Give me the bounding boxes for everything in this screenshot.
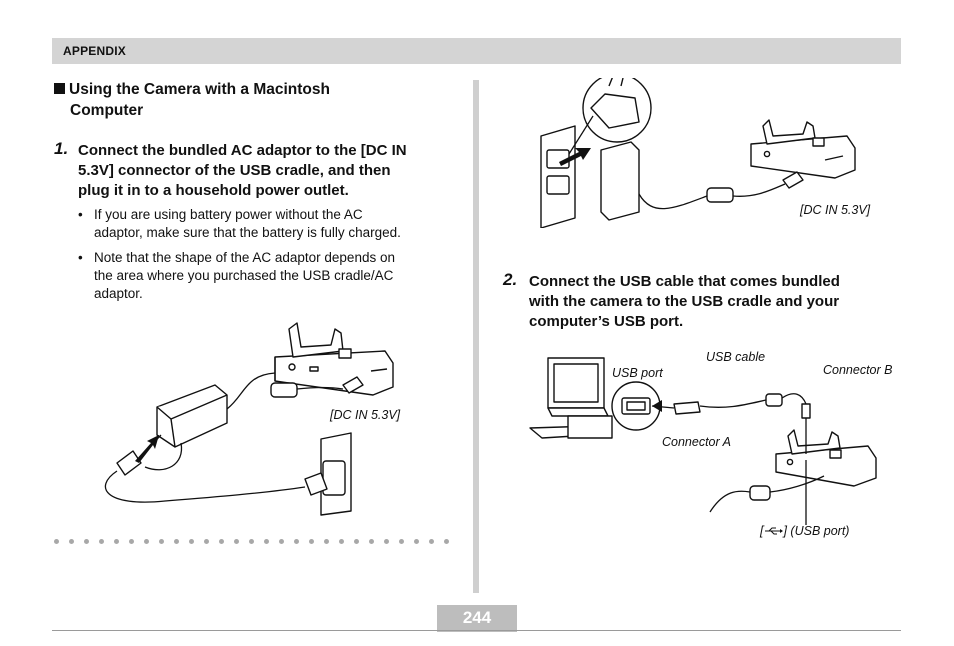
usb-symbol-icon: [765, 527, 784, 535]
note-2-line-1: Note that the shape of the AC adaptor de…: [94, 250, 395, 265]
page-number-box: 244: [437, 605, 517, 632]
usb-connection-illustration: [529, 357, 877, 525]
step-1-notes: • If you are using battery power without…: [78, 206, 458, 310]
note-item: • Note that the shape of the AC adaptor …: [78, 249, 458, 303]
heading-line-2: Computer: [70, 102, 144, 119]
step-1-text: Connect the bundled AC adaptor to the [D…: [78, 141, 458, 201]
page-number: 244: [462, 608, 492, 627]
step-2-line-3: computer’s USB port.: [529, 313, 684, 330]
usb-port-symbol-caption: [ ] (USB port): [760, 524, 849, 538]
note-item: • If you are using battery power without…: [78, 206, 458, 242]
step-1-number: 1.: [54, 139, 69, 158]
bullet-dot-icon: •: [78, 250, 83, 265]
note-1-line-2: adaptor, make sure that the battery is f…: [94, 225, 401, 240]
step-2-line-2: with the camera to the USB cradle and yo…: [529, 293, 840, 310]
usb-port-caption: USB port: [612, 366, 663, 380]
column-divider: [473, 80, 479, 593]
step-1-line-1: Connect the bundled AC adaptor to the [D…: [78, 142, 407, 159]
usb-cable-caption: USB cable: [706, 350, 766, 364]
usb-port-label: ] (USB port): [783, 524, 850, 538]
connector-a-caption: Connector A: [662, 435, 732, 449]
power-outlet-illustration: [540, 78, 856, 228]
step-1-line-2: 5.3V] connector of the USB cradle, and t…: [78, 162, 391, 179]
step-2-text: Connect the USB cable that comes bundled…: [529, 272, 899, 332]
ac-adaptor-illustration: [104, 322, 394, 516]
footer-rule: [52, 630, 901, 631]
step-2-number: 2.: [503, 270, 518, 289]
bullet-dot-icon: •: [78, 207, 83, 222]
dc-in-caption-left: [DC IN 5.3V]: [330, 408, 401, 422]
section-label: APPENDIX: [63, 44, 126, 58]
note-1-line-1: If you are using battery power without t…: [94, 207, 363, 222]
dc-in-caption-right: [DC IN 5.3V]: [800, 203, 871, 217]
square-bullet-icon: [54, 83, 65, 94]
dotted-separator: [54, 539, 454, 547]
header-bar: APPENDIX: [52, 38, 901, 64]
note-2-line-3: adaptor.: [94, 286, 143, 301]
heading-line-1: Using the Camera with a Macintosh: [69, 81, 330, 98]
usb-port-bracket: [: [760, 524, 764, 538]
section-heading: Using the Camera with a Macintosh Comput…: [54, 79, 454, 121]
note-2-line-2: the area where you purchased the USB cra…: [94, 268, 394, 283]
step-1-line-3: plug it in to a household power outlet.: [78, 182, 349, 199]
step-2-line-1: Connect the USB cable that comes bundled: [529, 273, 840, 290]
connector-b-caption: Connector B: [823, 363, 893, 377]
